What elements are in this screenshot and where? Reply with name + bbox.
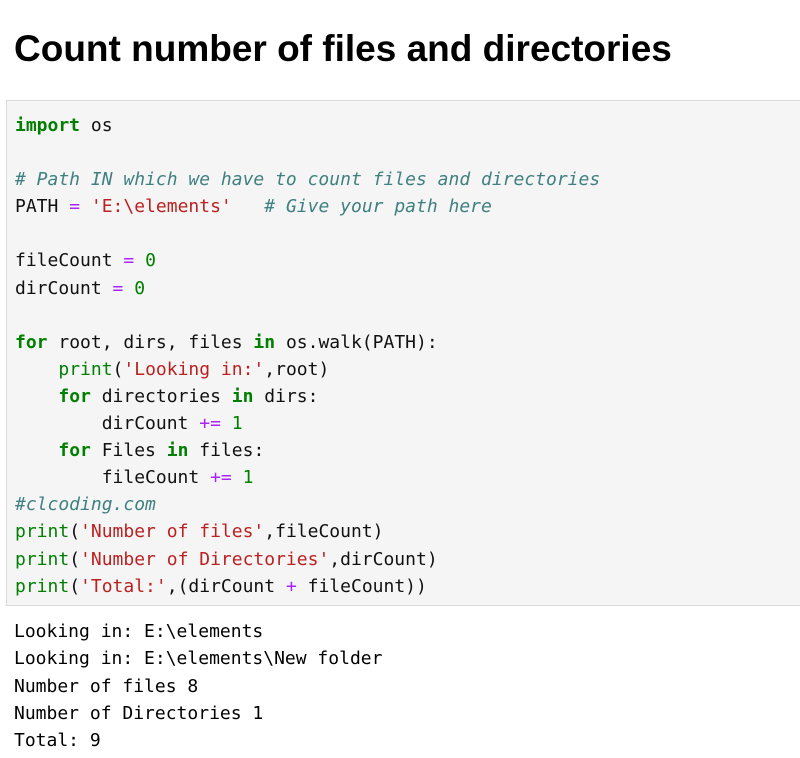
code-token: print: [15, 521, 70, 543]
code-token: # Give your path here: [264, 196, 492, 218]
page-title: Count number of files and directories: [14, 28, 672, 69]
code-token: +: [285, 575, 297, 597]
code-token: [232, 467, 243, 488]
code-token: (: [69, 575, 81, 597]
code-token: [232, 196, 265, 217]
code-line: print('Looking in:',root): [15, 356, 600, 383]
code-token: 'E:\elements': [90, 196, 232, 218]
code-token: files:: [188, 440, 265, 462]
code-token: (: [69, 521, 81, 543]
code-token: os: [80, 115, 113, 136]
code-token: 0: [145, 250, 156, 272]
code-line: # Path IN which we have to count files a…: [15, 166, 600, 193]
output-line: Looking in: E:\elements\New folder: [14, 648, 383, 670]
code-token: 'Number of Directories': [80, 548, 330, 570]
code-line: print('Number of files',fileCount): [15, 518, 600, 545]
code-token: +=: [210, 467, 232, 489]
code-line: for directories in dirs:: [15, 383, 600, 410]
code-line: dirCount = 0: [15, 275, 600, 302]
code-token: ,(dirCount: [166, 575, 286, 597]
code-token: fileCount)): [296, 575, 427, 597]
output-line: Total: 9: [14, 730, 101, 752]
code-token: dirCount: [15, 413, 200, 435]
code-token: print: [15, 548, 70, 570]
code-token: for: [58, 440, 91, 462]
code-line: import os: [15, 112, 600, 139]
code-token: ,fileCount): [264, 521, 384, 543]
code-token: ,root): [264, 358, 330, 380]
code-token: dirs:: [253, 385, 319, 407]
code-token: 'Number of files': [80, 521, 265, 543]
code-token: fileCount: [15, 250, 124, 272]
code-token: for: [58, 385, 91, 407]
code-token: in: [166, 440, 189, 462]
code-token: 'Looking in:': [123, 358, 265, 380]
code-token: =: [69, 196, 81, 218]
code-line: for Files in files:: [15, 437, 600, 464]
code-token: =: [123, 250, 135, 272]
code-token: +=: [199, 413, 221, 435]
code-token: 1: [231, 413, 243, 435]
code-line: #clcoding.com: [15, 491, 600, 518]
code-token: dirCount: [15, 277, 113, 299]
code-token: ,dirCount): [329, 548, 438, 570]
code-token: (: [69, 548, 81, 570]
code-line: PATH = 'E:\elements' # Give your path he…: [15, 193, 600, 220]
code-token: import: [15, 115, 81, 136]
code-token: directories: [90, 385, 232, 407]
code-token: root, dirs, files: [47, 331, 254, 353]
code-line: print('Number of Directories',dirCount): [15, 546, 600, 573]
code-token: 0: [134, 277, 146, 299]
code-token: [80, 196, 91, 217]
code-token: =: [112, 277, 124, 299]
code-token: print: [58, 358, 113, 380]
output-line: Number of Directories 1: [14, 702, 264, 724]
code-token: # Path IN which we have to count files a…: [15, 169, 601, 191]
code-line: fileCount += 1: [15, 464, 600, 491]
output-line: Looking in: E:\elements: [14, 621, 264, 642]
output-line: Number of files 8: [14, 675, 199, 697]
code-line: for root, dirs, files in os.walk(PATH):: [15, 329, 600, 356]
code-token: [134, 250, 145, 271]
code-line: print('Total:',(dirCount + fileCount)): [15, 573, 600, 600]
code-token: in: [231, 385, 254, 407]
code-token: fileCount: [15, 467, 211, 489]
code-editor[interactable]: import os # Path IN which we have to cou…: [15, 112, 600, 600]
code-token: [221, 413, 232, 434]
code-token: print: [15, 575, 70, 597]
code-token: for: [15, 331, 48, 353]
code-line: [15, 220, 600, 247]
code-line: fileCount = 0: [15, 247, 600, 274]
code-token: (: [112, 358, 124, 380]
code-token: 'Total:': [80, 575, 167, 597]
code-token: [15, 359, 58, 380]
code-line: [15, 139, 600, 166]
code-token: Files: [90, 440, 167, 462]
code-token: [123, 278, 134, 299]
code-token: os.walk(PATH):: [275, 331, 438, 353]
code-token: 1: [242, 467, 254, 489]
code-line: [15, 302, 600, 329]
code-token: in: [253, 331, 276, 353]
code-token: [15, 440, 58, 461]
code-token: #clcoding.com: [15, 494, 156, 516]
code-token: [15, 386, 58, 407]
code-cell[interactable]: import os # Path IN which we have to cou…: [6, 100, 800, 606]
code-token: PATH: [15, 196, 70, 218]
code-line: dirCount += 1: [15, 410, 600, 437]
